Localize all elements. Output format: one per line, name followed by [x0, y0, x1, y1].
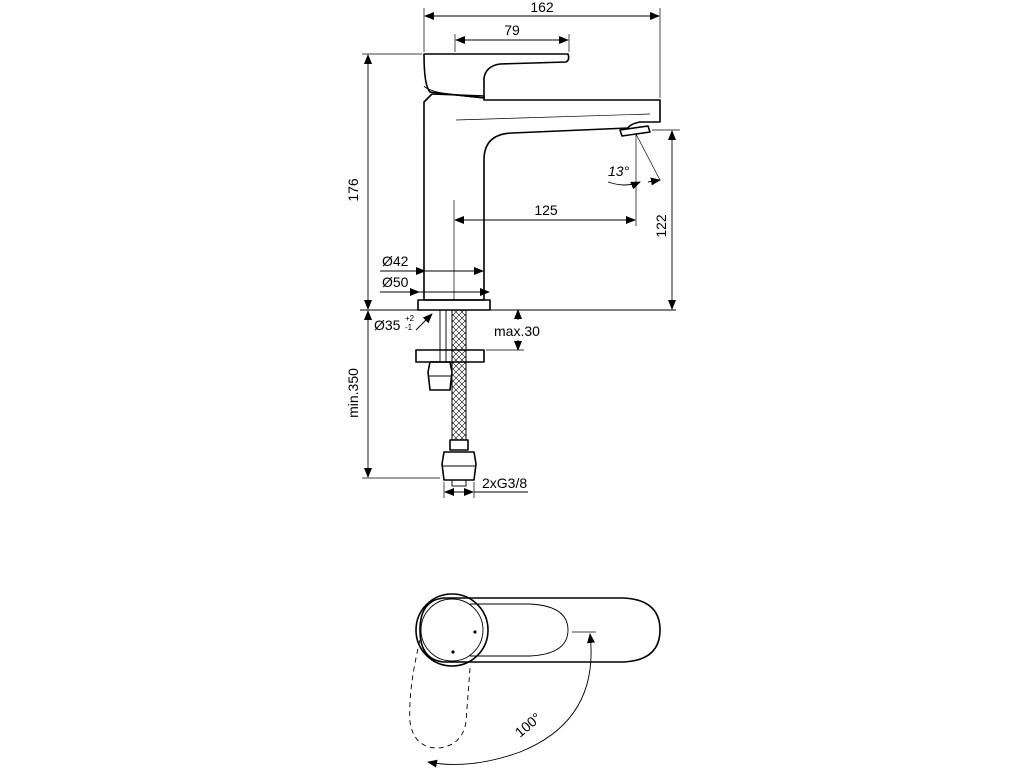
rotation-arc: [427, 633, 596, 768]
mounting-stud: [439, 309, 447, 363]
spout-detail-line: [455, 113, 651, 121]
lever-handle-base: [423, 85, 485, 99]
lever-handle: [423, 53, 570, 99]
top-lever: [419, 597, 661, 663]
dim-hose-length: min.350: [345, 368, 361, 418]
dim-overall-height: 176: [345, 178, 361, 202]
tap-body-outline: [423, 93, 661, 301]
centre-dot-2: [451, 650, 455, 654]
rotated-lever-dashed: [409, 639, 471, 749]
dim-hole-tol-plus: +2: [405, 314, 415, 323]
top-lever-inner: [470, 603, 569, 657]
dim-connection: 2xG3/8: [482, 475, 527, 491]
dim-handle-width: 79: [504, 22, 520, 38]
top-view: 100°: [409, 593, 661, 768]
dim-spout-height: 122: [653, 214, 669, 238]
hose-connector-nut: [441, 451, 477, 481]
dim-hole-diameter: Ø35: [374, 317, 401, 333]
dim-handle-rotation: 100°: [512, 709, 544, 740]
fixing-plate: [415, 349, 485, 363]
aerator: [619, 125, 651, 137]
dim-hole-tol-minus: -1: [405, 323, 413, 332]
fixing-nut: [427, 361, 453, 391]
dim-overall-width: 162: [530, 0, 554, 15]
dim-spout-reach: 125: [534, 202, 558, 218]
hose-ferrule: [449, 439, 469, 451]
centre-dot-1: [473, 630, 477, 634]
braided-hose: [451, 309, 467, 441]
base-rosette: [417, 299, 491, 311]
side-view: [360, 53, 676, 487]
dim-base-diameter: Ø50: [382, 274, 409, 290]
dim-body-diameter: Ø42: [382, 253, 409, 269]
dim-spray-angle: 13°: [608, 163, 630, 179]
dimension-lines: 162 79 176 122 125 13° Ø42 Ø50 Ø35: [345, 0, 680, 498]
dim-max-thickness: max.30: [494, 323, 540, 339]
